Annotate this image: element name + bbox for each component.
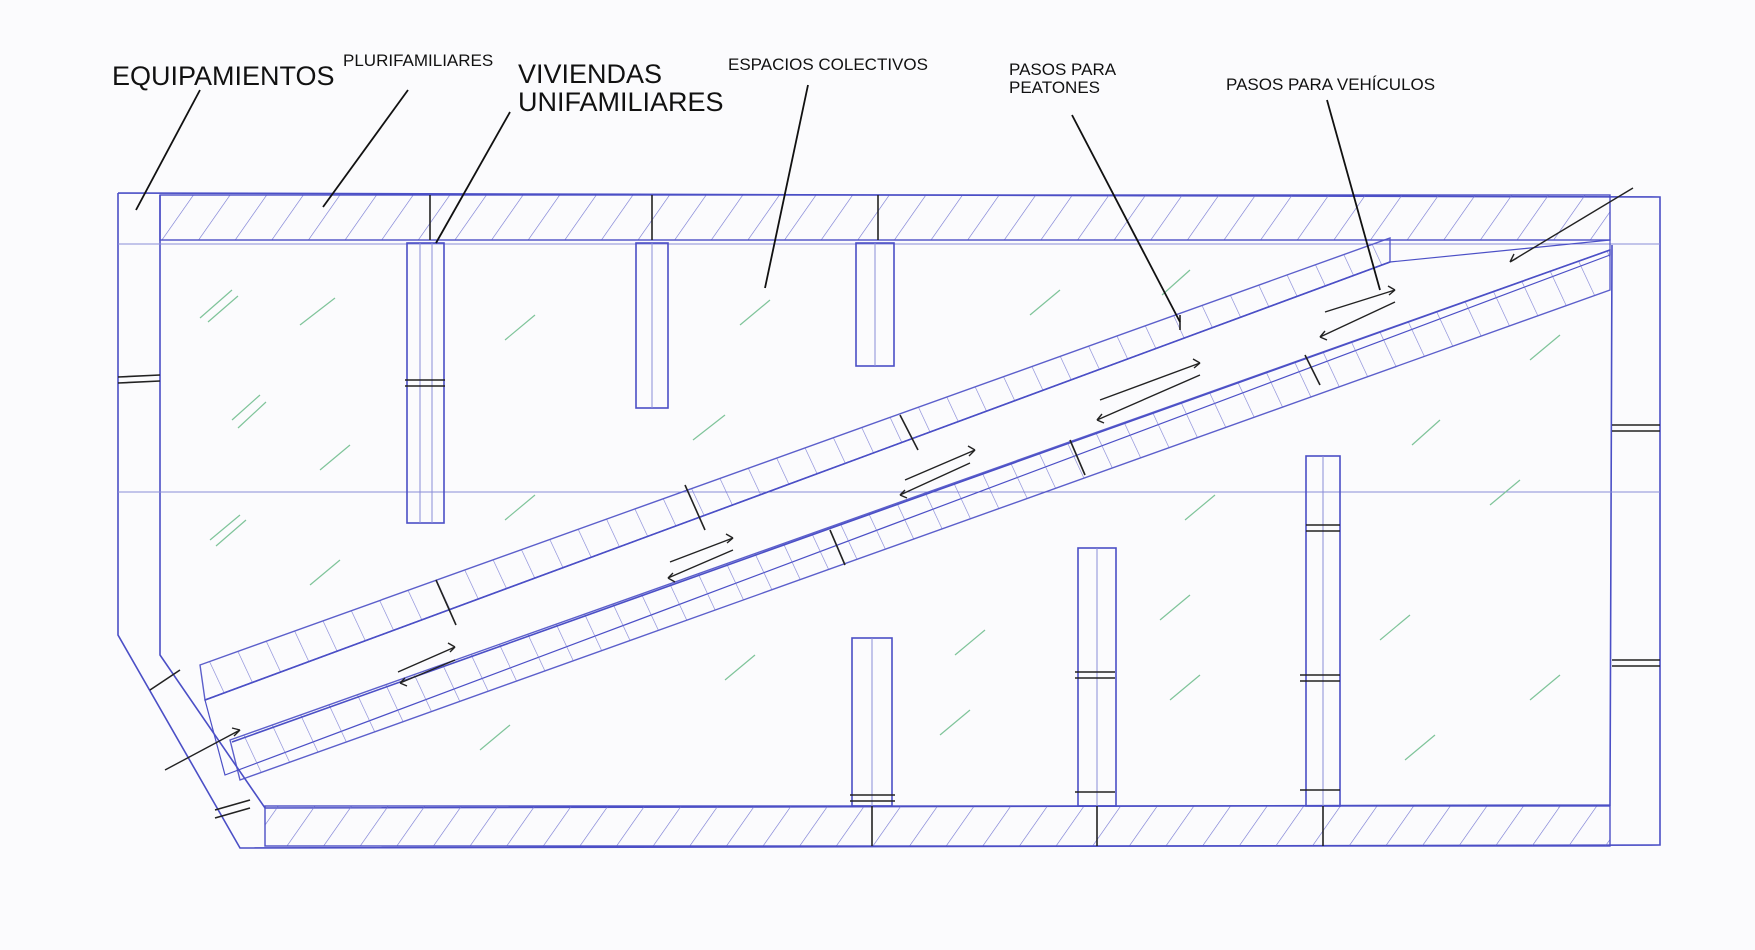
label-espacios-colectivos: ESPACIOS COLECTIVOS xyxy=(728,55,928,74)
label-pasos-vehiculos: PASOS PARA VEHÍCULOS xyxy=(1226,75,1436,94)
label-viviendas-unifamiliares: VIVIENDAS UNIFAMILIARES xyxy=(518,59,724,118)
label-equipamientos: EQUIPAMIENTOS xyxy=(112,61,335,91)
top-hatched-band xyxy=(159,194,1611,241)
label-plurifamiliares: PLURIFAMILIARES xyxy=(343,51,494,70)
bottom-hatched-band xyxy=(264,805,1611,847)
pedestrian-crossings xyxy=(117,195,1660,846)
label-pasos-peatones: PASOS PARA PEATONES xyxy=(1009,60,1117,97)
diagonal-avenue xyxy=(199,237,1611,781)
traffic-arrows xyxy=(164,187,1634,771)
vegetation-marks xyxy=(199,269,1561,761)
leader-lines xyxy=(135,84,1381,323)
